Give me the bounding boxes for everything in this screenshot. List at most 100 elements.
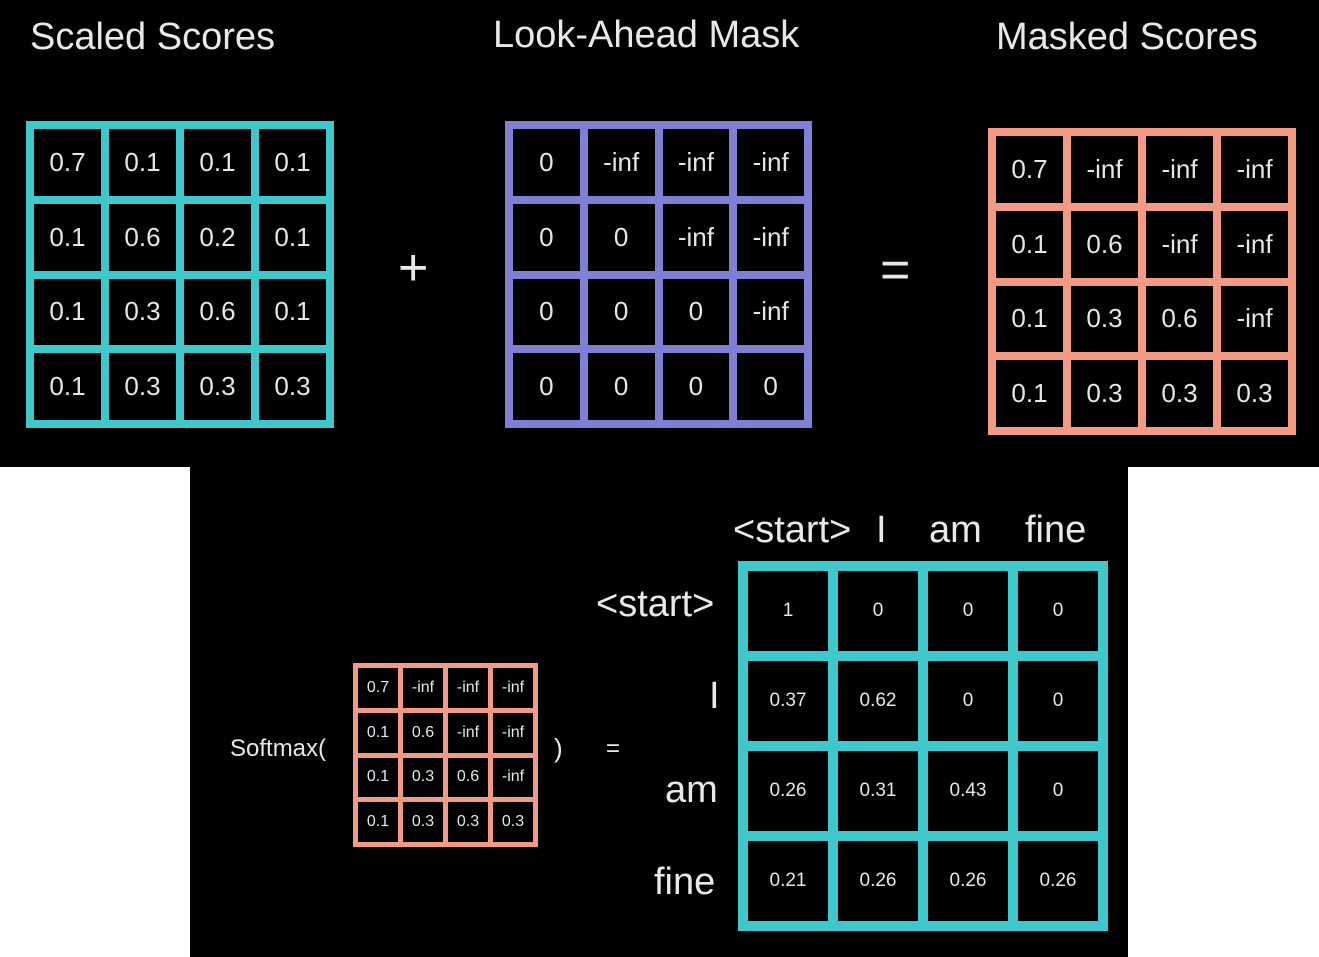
matrix-cell: 0 (928, 571, 1008, 651)
matrix-cell: -inf (1221, 136, 1288, 203)
matrix-cell: 0 (587, 203, 655, 271)
matrix-cell: -inf (493, 712, 533, 753)
matrix-cell: 0.1 (109, 129, 176, 196)
matrix-cell: -inf (448, 668, 488, 708)
col-label-start: <start> (733, 509, 852, 551)
matrix-cell: 0.31 (838, 751, 918, 831)
matrix-cell: 0.1 (34, 353, 101, 420)
matrix-cell: 0.6 (448, 757, 488, 798)
matrix-cell: 0.1 (259, 129, 326, 196)
matrix-cell: 0.3 (403, 802, 443, 842)
matrix-cell: 0 (1018, 751, 1098, 831)
matrix-cell: -inf (1221, 285, 1288, 353)
matrix-cell: 0.1 (184, 129, 251, 196)
matrix-cell: -inf (448, 712, 488, 753)
matrix-cell: 0.37 (748, 661, 828, 741)
matrix-cell: 0 (1018, 661, 1098, 741)
plus-sign: + (398, 239, 429, 297)
matrix-cell: -inf (737, 278, 804, 346)
matrix-cell: 0 (737, 353, 804, 420)
matrix-cell: 0.26 (928, 841, 1008, 921)
col-label-fine: fine (1025, 509, 1087, 551)
matrix-cell: 0.1 (358, 802, 398, 842)
matrix-cell: 0.21 (748, 841, 828, 921)
matrix-cell: 0 (587, 353, 655, 420)
matrix-cell: 0.3 (184, 353, 251, 420)
matrix-cell: 0.26 (1018, 841, 1098, 921)
matrix-cell: 0.3 (1071, 360, 1138, 427)
matrix-cell: 0.3 (403, 757, 443, 798)
matrix-cell: 0.6 (184, 278, 251, 346)
matrix-cell: -inf (1146, 210, 1213, 278)
matrix-cell: 0 (928, 661, 1008, 741)
matrix-cell: 0.7 (358, 668, 398, 708)
matrix-cell: 0.26 (748, 751, 828, 831)
matrix-cell: 0 (662, 353, 730, 420)
matrix-cell: 0.2 (184, 203, 251, 271)
matrix-cell: 0.6 (1146, 285, 1213, 353)
matrix-cell: 0.1 (358, 757, 398, 798)
row-label-am: am (665, 769, 718, 811)
matrix-cell: 0 (513, 129, 580, 196)
matrix-cell: 0 (513, 278, 580, 346)
matrix-cell: 0 (513, 203, 580, 271)
matrix-cell: 0.7 (996, 136, 1063, 203)
matrix-cell: 0.7 (34, 129, 101, 196)
matrix-cell: 0.62 (838, 661, 918, 741)
matrix-cell: 0.1 (34, 278, 101, 346)
softmax-label: Softmax( (230, 735, 327, 762)
matrix-cell: 0.3 (259, 353, 326, 420)
col-label-am: am (929, 509, 982, 551)
matrix-cell: -inf (493, 757, 533, 798)
matrix-cell: 0 (513, 353, 580, 420)
col-label-i: I (876, 509, 887, 551)
matrix-cell: 0.3 (1221, 360, 1288, 427)
matrix-cell: 0.3 (1071, 285, 1138, 353)
matrix-cell: 0.3 (493, 802, 533, 842)
matrix-cell: -inf (493, 668, 533, 708)
matrix-cell: 0.1 (259, 203, 326, 271)
matrix-cell: -inf (737, 129, 804, 196)
matrix-cell: 0.6 (109, 203, 176, 271)
matrix-cell: 1 (748, 571, 828, 651)
matrix-cell: 0.26 (838, 841, 918, 921)
matrix-cell: 0 (662, 278, 730, 346)
matrix-cell: 0.6 (1071, 210, 1138, 278)
matrix-cell: -inf (587, 129, 655, 196)
look-ahead-mask-title: Look-Ahead Mask (493, 14, 800, 56)
equals-sign: = (880, 241, 911, 299)
masked-scores-title: Masked Scores (996, 16, 1258, 58)
matrix-cell: 0.1 (996, 285, 1063, 353)
matrix-cell: 0.3 (448, 802, 488, 842)
row-label-start: <start> (596, 583, 715, 625)
matrix-cell: 0.1 (358, 712, 398, 753)
matrix-cell: 0 (587, 278, 655, 346)
matrix-cell: 0.3 (109, 353, 176, 420)
top-panel: Scaled Scores Look-Ahead Mask Masked Sco… (0, 0, 1319, 467)
matrix-cell: 0.1 (996, 210, 1063, 278)
matrix-cell: -inf (1221, 210, 1288, 278)
matrix-cell: 0.3 (1146, 360, 1213, 427)
scaled-scores-title: Scaled Scores (30, 16, 276, 58)
matrix-cell: -inf (403, 668, 443, 708)
matrix-cell: 0.3 (109, 278, 176, 346)
softmax-equals: = (606, 735, 621, 762)
row-label-i: I (709, 675, 720, 717)
matrix-cell: 0 (838, 571, 918, 651)
matrix-cell: -inf (662, 129, 730, 196)
row-label-fine: fine (654, 861, 716, 903)
matrix-cell: 0.6 (403, 712, 443, 753)
matrix-cell: -inf (1071, 136, 1138, 203)
matrix-cell: -inf (662, 203, 730, 271)
matrix-cell: 0.1 (259, 278, 326, 346)
matrix-cell: 0.1 (996, 360, 1063, 427)
matrix-cell: -inf (1146, 136, 1213, 203)
matrix-cell: -inf (737, 203, 804, 271)
matrix-cell: 0.1 (34, 203, 101, 271)
